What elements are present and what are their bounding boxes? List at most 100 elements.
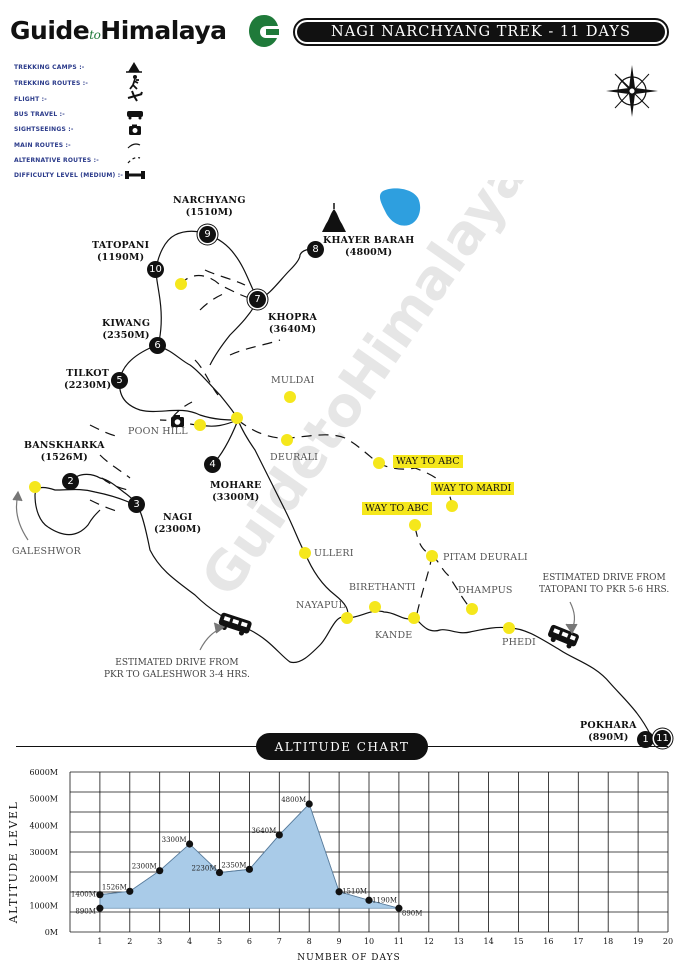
altitude-point-label: 2350M	[221, 861, 246, 869]
waypoint-marker	[281, 434, 293, 446]
x-tick-label: 14	[484, 937, 494, 946]
y-tick-label: 0M	[45, 928, 58, 937]
label-kiwang: KIWANG(2350M)	[102, 318, 151, 341]
waypoint-marker	[466, 603, 478, 615]
x-tick-label: 1	[97, 937, 102, 946]
solid-route-icon	[127, 143, 141, 149]
altitude-point	[395, 904, 403, 912]
x-tick-label: 10	[364, 937, 374, 946]
y-tick-label: 4000M	[29, 821, 58, 830]
x-tick-label: 6	[247, 937, 252, 946]
x-tick-label: 5	[217, 937, 222, 946]
y-tick-label: 6000M	[29, 768, 58, 777]
altitude-point-label: 890M	[75, 907, 96, 915]
stop-marker-3: 3	[128, 496, 145, 513]
x-tick-label: 8	[307, 937, 312, 946]
waypoint-marker	[284, 391, 296, 403]
brand-name-mid: to	[89, 28, 101, 42]
waypoint-marker	[194, 419, 206, 431]
camera-icon	[129, 124, 141, 135]
tent-icon	[126, 62, 142, 73]
trek-title-banner: NAGI NARCHYANG TREK - 11 DAYS	[293, 18, 669, 46]
label-banskharka: BANSKHARKA(1526M)	[24, 440, 105, 463]
x-tick-label: 15	[513, 937, 523, 946]
altitude-point-label: 1190M	[372, 896, 397, 904]
label-nagi: NAGI(2300M)	[154, 512, 202, 535]
label-khopra: KHOPRA(3640M)	[268, 312, 318, 335]
y-tick-label: 5000M	[29, 795, 58, 804]
stop-marker-9: 9	[199, 226, 216, 243]
altitude-point	[245, 865, 253, 873]
chart-title: ALTITUDE CHART	[256, 733, 428, 760]
label-nayapul: NAYAPUL	[296, 600, 346, 611]
label-mohare: MOHARE(3300M)	[210, 480, 262, 503]
x-axis-title: NUMBER OF DAYS	[297, 953, 400, 963]
legend-sightseeings: SIGHTSEEINGS :-	[14, 126, 74, 133]
y-tick-label: 2000M	[29, 875, 58, 884]
altitude-point-label: 1526M	[102, 883, 127, 891]
label-tilkot: TILKOT(2230M)	[64, 368, 112, 391]
altitude-point	[275, 831, 283, 839]
altitude-point	[96, 904, 104, 912]
label-tatopani: TATOPANI(1190M)	[92, 240, 150, 263]
annotation-arrows	[12, 490, 578, 651]
route-map: GuidetoHimalaya	[12, 180, 652, 735]
altitude-point	[305, 800, 313, 808]
label-ulleri: ULLERI	[314, 548, 354, 559]
altitude-point-label: 2230M	[192, 865, 217, 873]
waypoint-marker	[373, 457, 385, 469]
waypoint-marker	[409, 519, 421, 531]
altitude-point	[96, 891, 104, 899]
label-galeshwor: GALESHWOR	[12, 546, 81, 557]
label-pokhara: POKHARA(890M)	[580, 720, 637, 743]
label-kande: KANDE	[375, 630, 413, 641]
brand-logo-text: GuidetoHimalaya	[10, 16, 227, 45]
altitude-point-label: 3640M	[251, 827, 276, 835]
dumbbell-icon	[125, 171, 145, 179]
altitude-point-label: 1400M	[71, 891, 96, 899]
brand-name-left: Guide	[10, 16, 90, 45]
waypoint-marker	[446, 500, 458, 512]
altitude-point-label: 1510M	[342, 888, 367, 896]
waypoint-marker	[231, 412, 243, 424]
y-tick-label: 3000M	[29, 848, 58, 857]
stop-marker-6: 6	[149, 337, 166, 354]
altitude-point-label: 3300M	[162, 836, 187, 844]
label-poon-hill: POON HILL	[128, 426, 188, 437]
x-tick-label: 19	[633, 937, 643, 946]
waypoint-marker	[341, 612, 353, 624]
x-tick-label: 11	[394, 937, 404, 946]
camera-icon	[171, 415, 184, 427]
waypoint-marker	[408, 612, 420, 624]
altitude-point-label: 2300M	[132, 863, 157, 871]
x-tick-label: 12	[424, 937, 434, 946]
y-axis-title: ALTITUDE LEVEL	[7, 801, 20, 925]
altitude-point	[126, 887, 134, 895]
bus-icon	[548, 624, 579, 649]
stop-marker-8: 8	[307, 241, 324, 258]
trek-title: NAGI NARCHYANG TREK - 11 DAYS	[297, 22, 665, 42]
stop-marker-5: 5	[111, 372, 128, 389]
altitude-point	[156, 867, 164, 875]
waypoint-marker	[369, 601, 381, 613]
bus-icon	[127, 111, 143, 120]
lake-shape	[379, 188, 421, 226]
y-tick-label: 1000M	[29, 901, 58, 910]
x-tick-label: 9	[337, 937, 342, 946]
x-tick-label: 3	[157, 937, 162, 946]
stop-marker-11: 11	[654, 730, 671, 747]
waypoint-marker	[175, 278, 187, 290]
altitude-point	[365, 896, 373, 904]
hiker-icon	[129, 75, 139, 90]
x-tick-label: 2	[127, 937, 132, 946]
altitude-line	[99, 803, 400, 909]
x-tick-label: 4	[187, 937, 192, 946]
tag-way-to-abc-lower: WAY TO ABC	[362, 502, 432, 515]
stop-marker-1: 1	[637, 731, 654, 748]
legend-main-routes: MAIN ROUTES :-	[14, 142, 71, 149]
legend-flight: FLIGHT :-	[14, 96, 47, 103]
legend-alternative-routes: ALTERNATIVE ROUTES :-	[14, 157, 99, 164]
label-phedi: PHEDI	[502, 637, 536, 648]
